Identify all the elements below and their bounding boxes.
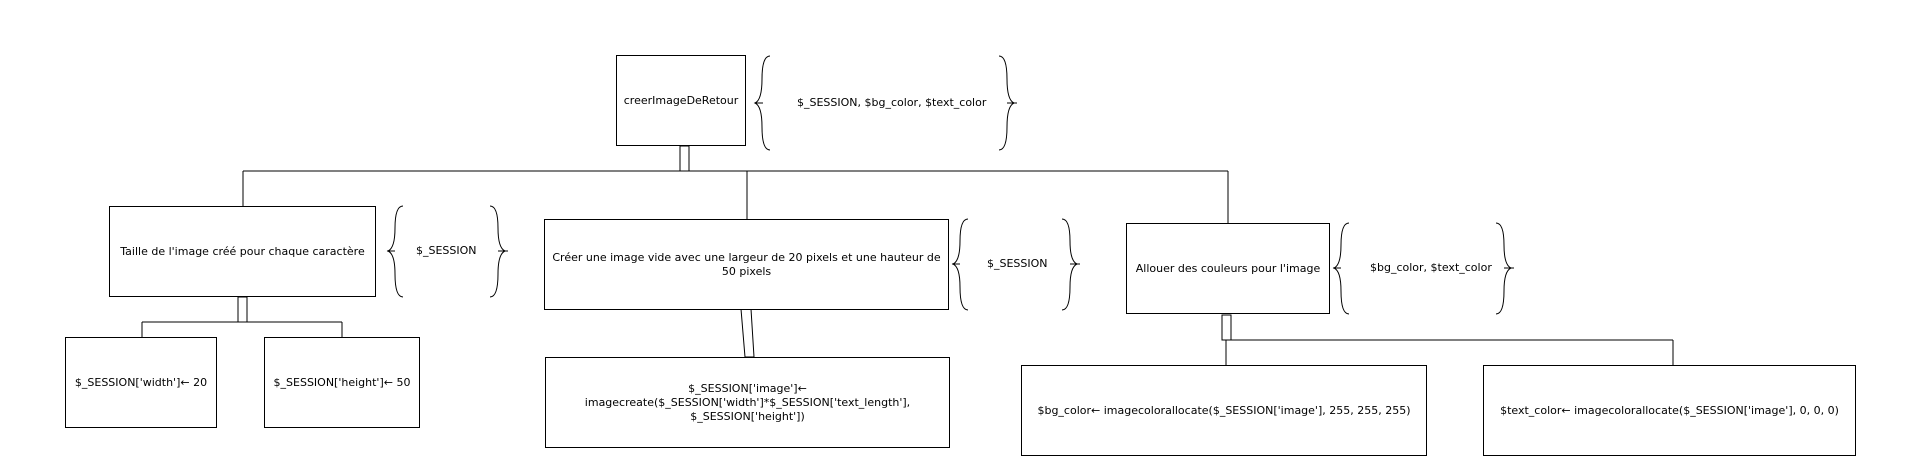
step-3-node: Allouer des couleurs pour l'image bbox=[1126, 223, 1330, 314]
step-2-param-left-brace bbox=[951, 218, 969, 311]
bg-color-node: $bg_color← imagecolorallocate($_SESSION[… bbox=[1021, 365, 1427, 456]
width-assignment-node: $_SESSION['width']← 20 bbox=[65, 337, 217, 428]
imagecreate-node: $_SESSION['image']← imagecreate($_SESSIO… bbox=[545, 357, 950, 448]
height-assignment-node: $_SESSION['height']← 50 bbox=[264, 337, 420, 428]
step-1-node-label: Taille de l'image créé pour chaque carac… bbox=[120, 244, 365, 258]
step-2-node: Créer une image vide avec une largeur de… bbox=[544, 219, 949, 310]
root-stem bbox=[679, 145, 690, 172]
bg-color-label: $bg_color← imagecolorallocate($_SESSION[… bbox=[1037, 403, 1411, 417]
root-node: creerImageDeRetour bbox=[616, 55, 746, 146]
step-1-param-left-brace bbox=[386, 205, 404, 298]
step-3-param-left-brace bbox=[1332, 222, 1350, 315]
root-node-label: creerImageDeRetour bbox=[623, 93, 739, 107]
step-2-params-label: $_SESSION bbox=[987, 257, 1048, 270]
root-param-left-brace bbox=[753, 55, 771, 151]
imagecreate-label: $_SESSION['image']← imagecreate($_SESSIO… bbox=[584, 381, 911, 423]
step-2-node-label: Créer une image vide avec une largeur de… bbox=[552, 250, 941, 278]
text-color-node: $text_color← imagecolorallocate($_SESSIO… bbox=[1483, 365, 1856, 456]
text-color-label: $text_color← imagecolorallocate($_SESSIO… bbox=[1500, 403, 1839, 417]
step-1-stem bbox=[237, 296, 248, 323]
step-3-params-label: $bg_color, $text_color bbox=[1370, 261, 1492, 274]
step-1-params-label: $_SESSION bbox=[416, 244, 477, 257]
step-3-stem bbox=[1221, 314, 1232, 341]
step-1-node: Taille de l'image créé pour chaque carac… bbox=[109, 206, 376, 297]
step-2-stem bbox=[740, 308, 755, 358]
height-assignment-label: $_SESSION['height']← 50 bbox=[273, 375, 411, 389]
step-3-node-label: Allouer des couleurs pour l'image bbox=[1135, 261, 1321, 275]
width-assignment-label: $_SESSION['width']← 20 bbox=[74, 375, 208, 389]
root-params-label: $_SESSION, $bg_color, $text_color bbox=[797, 96, 987, 109]
